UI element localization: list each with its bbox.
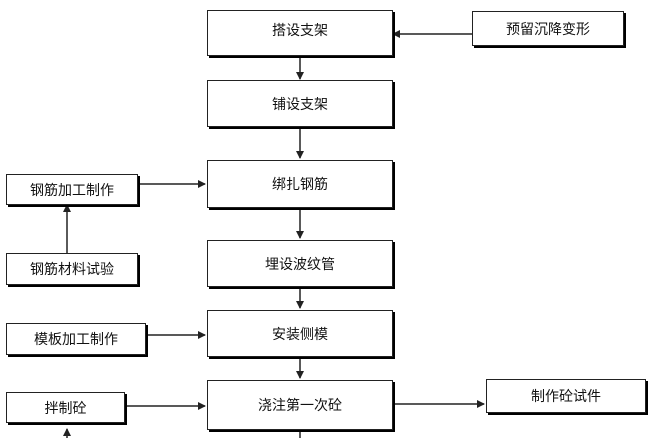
- node-first-pour: 浇注第一次砼: [207, 380, 393, 430]
- node-label: 铺设支架: [272, 96, 328, 113]
- node-label: 搭设支架: [272, 23, 328, 39]
- node-reserve-settlement: 预留沉降变形: [472, 11, 624, 46]
- node-erect-support: 搭设支架: [207, 10, 393, 56]
- node-label: 模板加工制作: [34, 332, 118, 348]
- node-label: 绑扎钢筋: [272, 177, 328, 193]
- node-lay-support: 铺设支架: [207, 80, 393, 127]
- node-formwork-processing: 模板加工制作: [6, 323, 146, 355]
- node-rebar-processing: 钢筋加工制作: [6, 174, 138, 205]
- node-make-specimens: 制作砼试件: [486, 379, 646, 413]
- node-label: 安装侧模: [272, 326, 328, 343]
- node-mix-concrete: 拌制砼: [6, 392, 125, 423]
- node-install-side-formwork: 安装侧模: [207, 310, 393, 357]
- node-label: 浇注第一次砼: [258, 398, 342, 414]
- node-label: 钢筋加工制作: [30, 182, 114, 199]
- node-rebar-material-test: 钢筋材料试验: [6, 253, 138, 285]
- node-tie-rebar: 绑扎钢筋: [207, 160, 393, 208]
- node-embed-bellows: 埋设波纹管: [207, 240, 393, 287]
- node-label: 埋设波纹管: [265, 256, 335, 273]
- node-label: 钢筋材料试验: [30, 262, 114, 278]
- node-label: 预留沉降变形: [506, 21, 590, 38]
- node-label: 制作砼试件: [531, 389, 601, 405]
- node-label: 拌制砼: [44, 400, 87, 417]
